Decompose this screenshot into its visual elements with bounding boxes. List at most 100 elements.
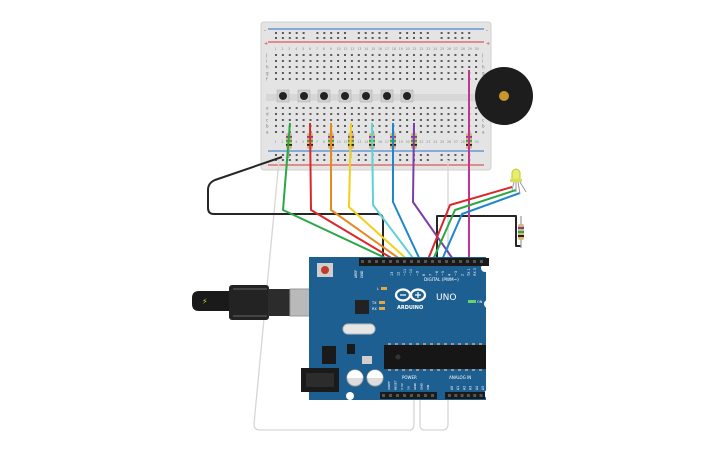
rail-hole[interactable] (337, 37, 340, 39)
rail-hole[interactable] (385, 159, 388, 161)
header-pin[interactable] (480, 260, 483, 263)
breadboard-hole[interactable] (433, 60, 436, 62)
breadboard-hole[interactable] (275, 60, 277, 62)
breadboard-hole[interactable] (316, 60, 319, 62)
rail-hole[interactable] (316, 159, 319, 161)
breadboard-hole[interactable] (309, 78, 312, 80)
breadboard-hole[interactable] (385, 131, 388, 133)
breadboard-hole[interactable] (447, 72, 450, 74)
breadboard-hole[interactable] (275, 125, 277, 127)
breadboard-hole[interactable] (406, 125, 409, 127)
breadboard-hole[interactable] (385, 72, 388, 74)
breadboard-hole[interactable] (385, 125, 388, 127)
breadboard-hole[interactable] (302, 131, 305, 133)
breadboard-hole[interactable] (357, 125, 360, 127)
breadboard-hole[interactable] (357, 54, 360, 56)
breadboard-hole[interactable] (426, 54, 429, 56)
usb-cable[interactable]: ⚡ (192, 285, 315, 320)
breadboard-hole[interactable] (454, 54, 457, 56)
breadboard-hole[interactable] (475, 131, 478, 133)
breadboard-hole[interactable] (295, 60, 298, 62)
breadboard-hole[interactable] (399, 107, 402, 109)
breadboard-hole[interactable] (447, 113, 450, 115)
breadboard-hole[interactable] (399, 119, 402, 121)
rail-hole[interactable] (440, 32, 443, 34)
rail-hole[interactable] (406, 154, 409, 156)
breadboard-hole[interactable] (440, 131, 443, 133)
rail-hole[interactable] (288, 37, 291, 39)
breadboard-hole[interactable] (406, 113, 409, 115)
push-button[interactable] (276, 89, 290, 103)
breadboard-hole[interactable] (475, 72, 478, 74)
breadboard-hole[interactable] (350, 113, 353, 115)
breadboard-hole[interactable] (440, 78, 443, 80)
breadboard-hole[interactable] (399, 72, 402, 74)
breadboard-hole[interactable] (385, 78, 388, 80)
breadboard-hole[interactable] (433, 113, 436, 115)
rail-hole[interactable] (275, 154, 277, 156)
breadboard-hole[interactable] (281, 54, 284, 56)
rail-hole[interactable] (281, 32, 284, 34)
breadboard-hole[interactable] (295, 113, 298, 115)
breadboard-hole[interactable] (364, 119, 367, 121)
header-pin[interactable] (466, 394, 470, 397)
breadboard-hole[interactable] (350, 119, 353, 121)
header-pin[interactable] (438, 260, 441, 263)
rail-hole[interactable] (440, 159, 443, 161)
breadboard-hole[interactable] (385, 66, 388, 68)
rail-hole[interactable] (378, 154, 381, 156)
breadboard-hole[interactable] (392, 72, 395, 74)
header-pin[interactable] (382, 260, 385, 263)
breadboard-hole[interactable] (426, 119, 429, 121)
breadboard-hole[interactable] (413, 54, 415, 56)
breadboard-hole[interactable] (288, 119, 291, 121)
breadboard-hole[interactable] (447, 107, 450, 109)
breadboard-hole[interactable] (371, 66, 374, 68)
rail-hole[interactable] (371, 32, 374, 34)
header-pin[interactable] (424, 260, 427, 263)
breadboard-hole[interactable] (302, 54, 305, 56)
breadboard-hole[interactable] (399, 131, 402, 133)
header-pin[interactable] (389, 260, 392, 263)
breadboard-hole[interactable] (357, 119, 360, 121)
header-pin[interactable] (403, 394, 406, 397)
rail-hole[interactable] (399, 37, 402, 39)
breadboard-hole[interactable] (323, 78, 326, 80)
breadboard-hole[interactable] (454, 107, 457, 109)
breadboard-hole[interactable] (350, 66, 353, 68)
breadboard-hole[interactable] (378, 60, 381, 62)
header-pin[interactable] (396, 260, 399, 263)
breadboard-hole[interactable] (378, 113, 381, 115)
breadboard-hole[interactable] (419, 60, 422, 62)
breadboard-hole[interactable] (344, 72, 346, 74)
header-pin[interactable] (459, 260, 462, 263)
breadboard-hole[interactable] (364, 72, 367, 74)
rail-hole[interactable] (344, 32, 346, 34)
breadboard-hole[interactable] (344, 125, 346, 127)
rail-hole[interactable] (288, 32, 291, 34)
breadboard-hole[interactable] (406, 72, 409, 74)
header-pin[interactable] (466, 260, 469, 263)
breadboard-hole[interactable] (337, 131, 340, 133)
wire-green[interactable] (282, 122, 395, 263)
breadboard-hole[interactable] (350, 78, 353, 80)
breadboard-hole[interactable] (281, 119, 284, 121)
breadboard-hole[interactable] (378, 78, 381, 80)
header-pin[interactable] (417, 394, 420, 397)
rail-hole[interactable] (344, 37, 346, 39)
rail-hole[interactable] (385, 32, 388, 34)
breadboard-hole[interactable] (461, 54, 464, 56)
breadboard-hole[interactable] (295, 107, 298, 109)
breadboard-hole[interactable] (357, 78, 360, 80)
rail-hole[interactable] (275, 32, 277, 34)
breadboard-hole[interactable] (419, 119, 422, 121)
header-pin[interactable] (431, 394, 434, 397)
rail-hole[interactable] (316, 37, 319, 39)
breadboard-hole[interactable] (475, 54, 478, 56)
breadboard-hole[interactable] (281, 107, 284, 109)
header-pin[interactable] (403, 260, 406, 263)
breadboard-hole[interactable] (406, 131, 409, 133)
rail-hole[interactable] (406, 32, 409, 34)
breadboard-hole[interactable] (350, 60, 353, 62)
breadboard-hole[interactable] (323, 113, 326, 115)
